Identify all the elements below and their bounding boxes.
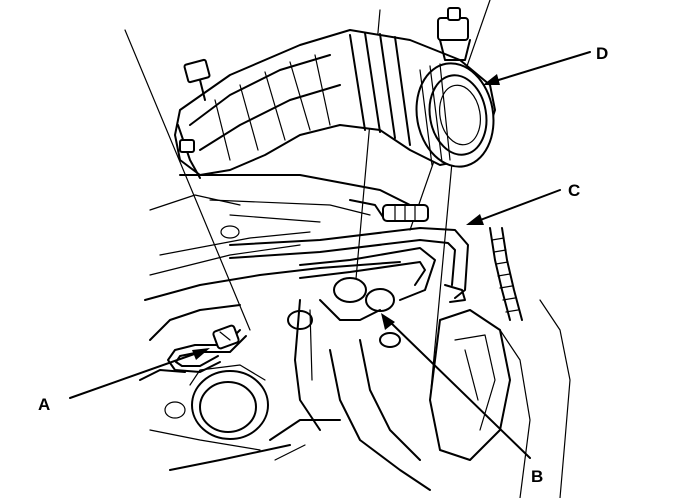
wire-harness	[489, 227, 523, 321]
leader-lines	[69, 51, 591, 459]
callout-label-a: A	[38, 395, 50, 414]
callout-label-b: B	[531, 467, 543, 486]
engine-bay-body	[139, 174, 571, 498]
throttle-body	[189, 364, 269, 440]
hose-network	[229, 204, 469, 321]
callout-label-d: D	[596, 44, 608, 63]
callout-label-c: C	[568, 181, 580, 200]
intake-duct	[174, 7, 496, 179]
